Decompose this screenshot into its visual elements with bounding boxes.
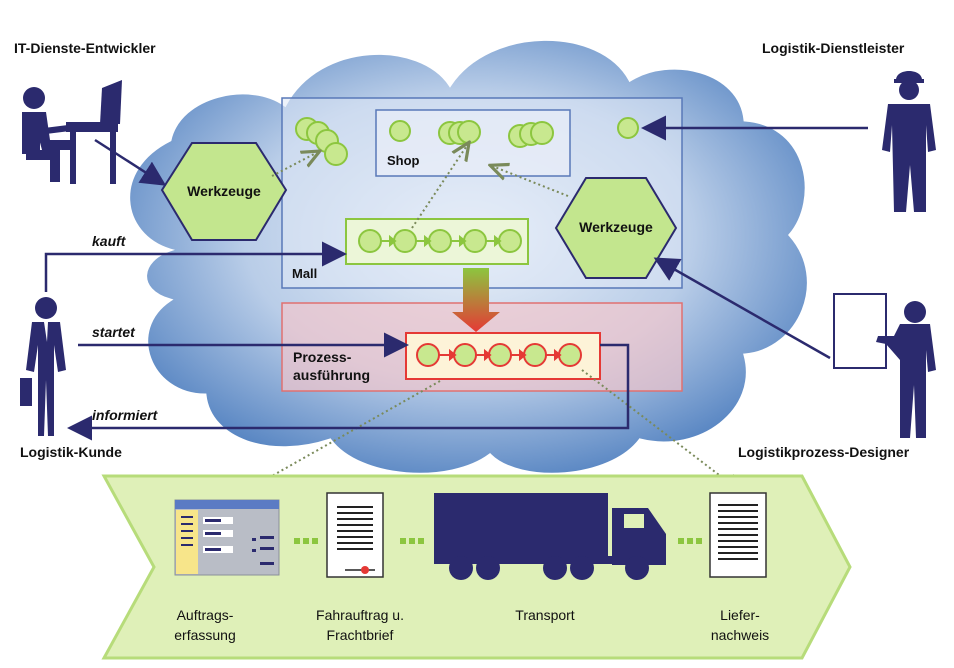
buys-label: kauft bbox=[92, 233, 127, 249]
provider-figure bbox=[882, 71, 936, 212]
tools-hexagon-right bbox=[554, 177, 678, 279]
step-connectors bbox=[294, 538, 702, 544]
mall-chain-links bbox=[381, 234, 502, 248]
tools-label-left: Werkzeuge bbox=[187, 183, 261, 199]
developer-arrow bbox=[94, 138, 167, 186]
service-circles bbox=[295, 117, 639, 166]
developer-label: IT-Dienste-Entwickler bbox=[14, 40, 156, 56]
customer-figure bbox=[20, 297, 66, 436]
process-chain-links bbox=[439, 348, 562, 362]
informs-arrow bbox=[67, 343, 630, 441]
process-label-line2: ausführung bbox=[293, 367, 370, 383]
navy-arrows bbox=[44, 115, 868, 441]
freight-document-icon bbox=[326, 492, 384, 578]
tools-hexagon-left bbox=[160, 142, 288, 241]
developer-figure bbox=[22, 80, 122, 184]
shop-label: Shop bbox=[387, 153, 420, 168]
provider-label: Logistik-Dienstleister bbox=[762, 40, 905, 56]
deploy-arrow bbox=[452, 268, 500, 332]
designer-figure bbox=[833, 293, 936, 438]
process-label-line1: Prozess- bbox=[293, 349, 352, 365]
informs-label: informiert bbox=[92, 407, 159, 423]
step-delivery-label: Liefer- nachweis bbox=[710, 607, 770, 643]
designer-label: Logistikprozess-Designer bbox=[738, 444, 910, 460]
step-freight-label: Fahrauftrag u. Frachtbrief bbox=[316, 607, 404, 643]
starts-label: startet bbox=[92, 324, 136, 340]
step-transport-label: Transport bbox=[515, 607, 575, 623]
truck-icon bbox=[434, 493, 666, 580]
buys-arrow bbox=[44, 241, 347, 292]
mall-label: Mall bbox=[292, 266, 317, 281]
designer-arrow bbox=[653, 257, 831, 360]
order-entry-icon bbox=[174, 499, 280, 576]
mall-chain bbox=[358, 229, 522, 253]
step-order-label: Auftrags- erfassung bbox=[174, 607, 236, 643]
delivery-document-icon bbox=[709, 492, 767, 578]
customer-label: Logistik-Kunde bbox=[20, 444, 122, 460]
tools-label-right: Werkzeuge bbox=[579, 219, 653, 235]
process-chain bbox=[416, 343, 582, 367]
